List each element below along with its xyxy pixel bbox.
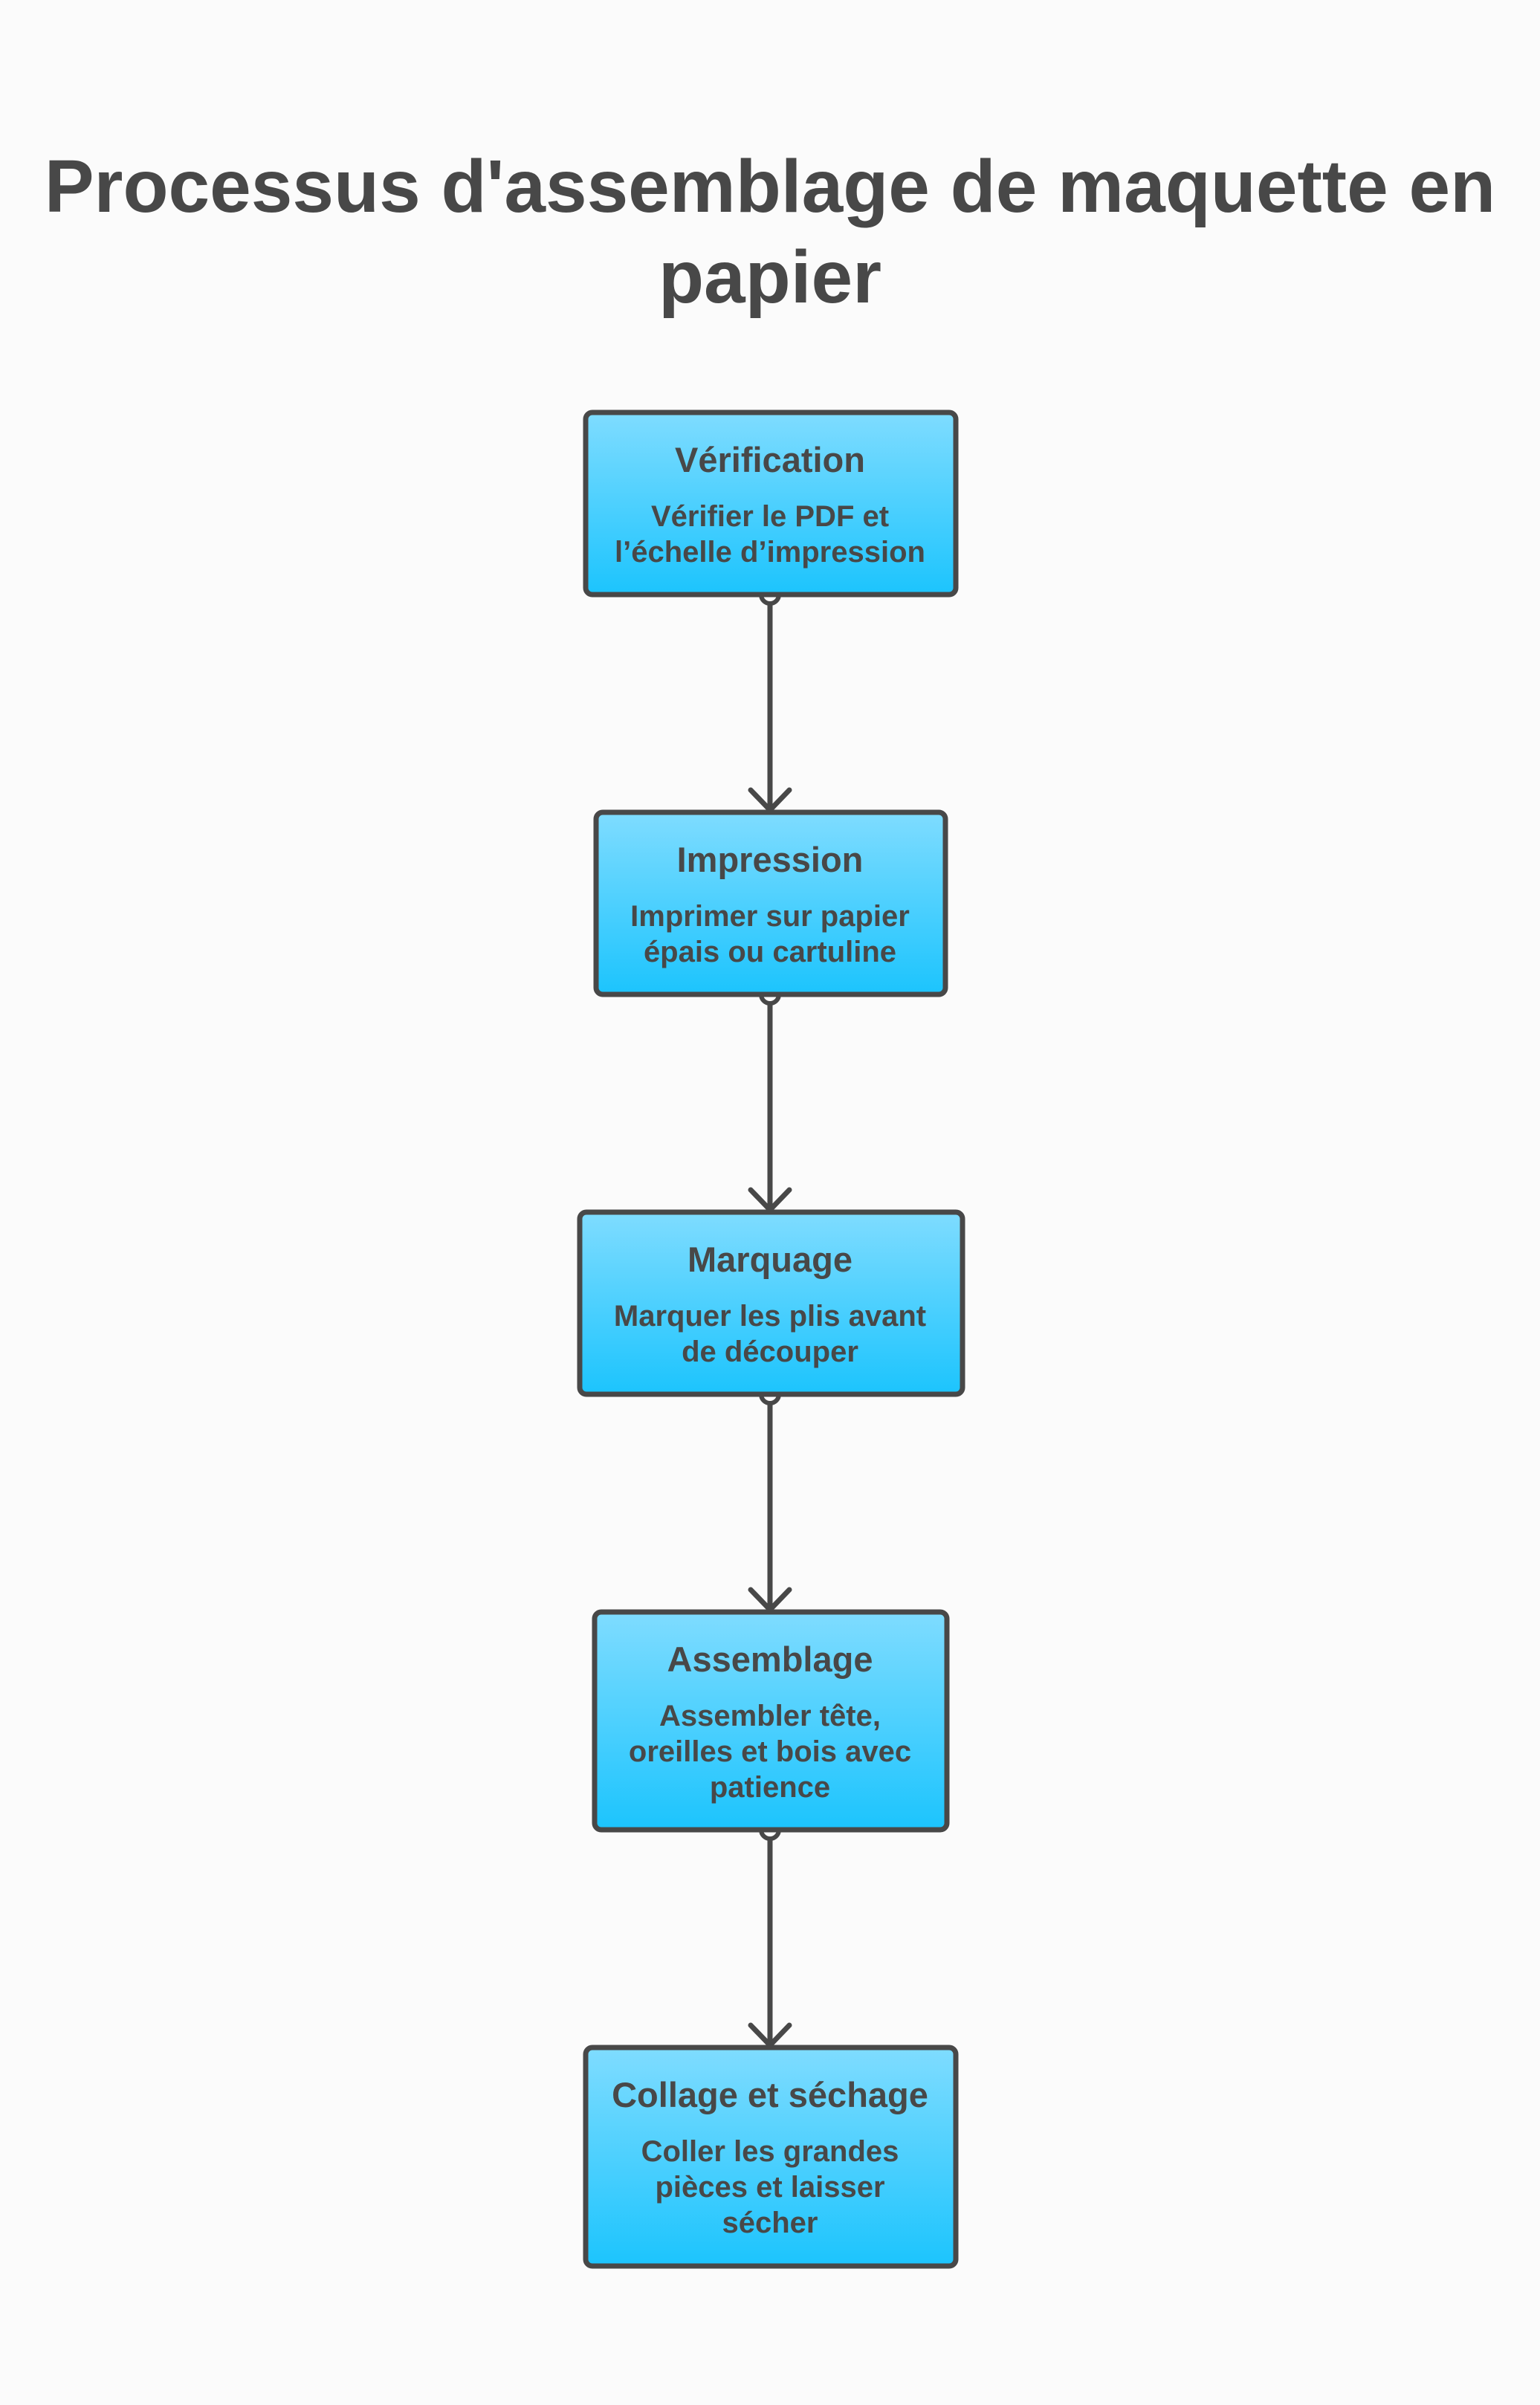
connector-arrow bbox=[748, 1819, 792, 2048]
step-box-shape bbox=[577, 1209, 965, 1397]
connector-arrow bbox=[748, 983, 792, 1213]
step-box-shape bbox=[592, 1609, 950, 1833]
step-box-shape bbox=[583, 410, 959, 598]
step-description-line: de découper bbox=[682, 1336, 858, 1368]
step-title: Collage et séchage bbox=[612, 2075, 928, 2114]
step-box-shape bbox=[593, 809, 948, 997]
connector-arrow bbox=[748, 583, 792, 813]
step-description-line: Coller les grandes bbox=[641, 2135, 899, 2168]
step-description-line: épais ou cartuline bbox=[644, 936, 896, 968]
step-description-line: Imprimer sur papier bbox=[630, 900, 910, 933]
step-description-line: Marquer les plis avant bbox=[614, 1300, 926, 1333]
connector-arrow bbox=[748, 1383, 792, 1613]
step-title: Marquage bbox=[688, 1240, 852, 1279]
step-title: Impression bbox=[677, 840, 864, 879]
step-box-shape bbox=[583, 2045, 959, 2269]
page-title: Processus d'assemblage de maquette en pa… bbox=[44, 145, 1496, 319]
step-description-line: sécher bbox=[722, 2207, 818, 2239]
step-title: Vérification bbox=[675, 440, 865, 479]
step-description-line: Vérifier le PDF et bbox=[651, 500, 889, 533]
step-description-line: patience bbox=[710, 1771, 830, 1804]
step-description-line: l’échelle d’impression bbox=[615, 536, 925, 569]
step-description-line: pièces et laisser bbox=[655, 2171, 884, 2204]
step-description-line: Assembler tête, bbox=[659, 1700, 881, 1732]
step-title: Assemblage bbox=[667, 1640, 873, 1679]
step-description-line: oreilles et bois avec bbox=[629, 1735, 911, 1768]
